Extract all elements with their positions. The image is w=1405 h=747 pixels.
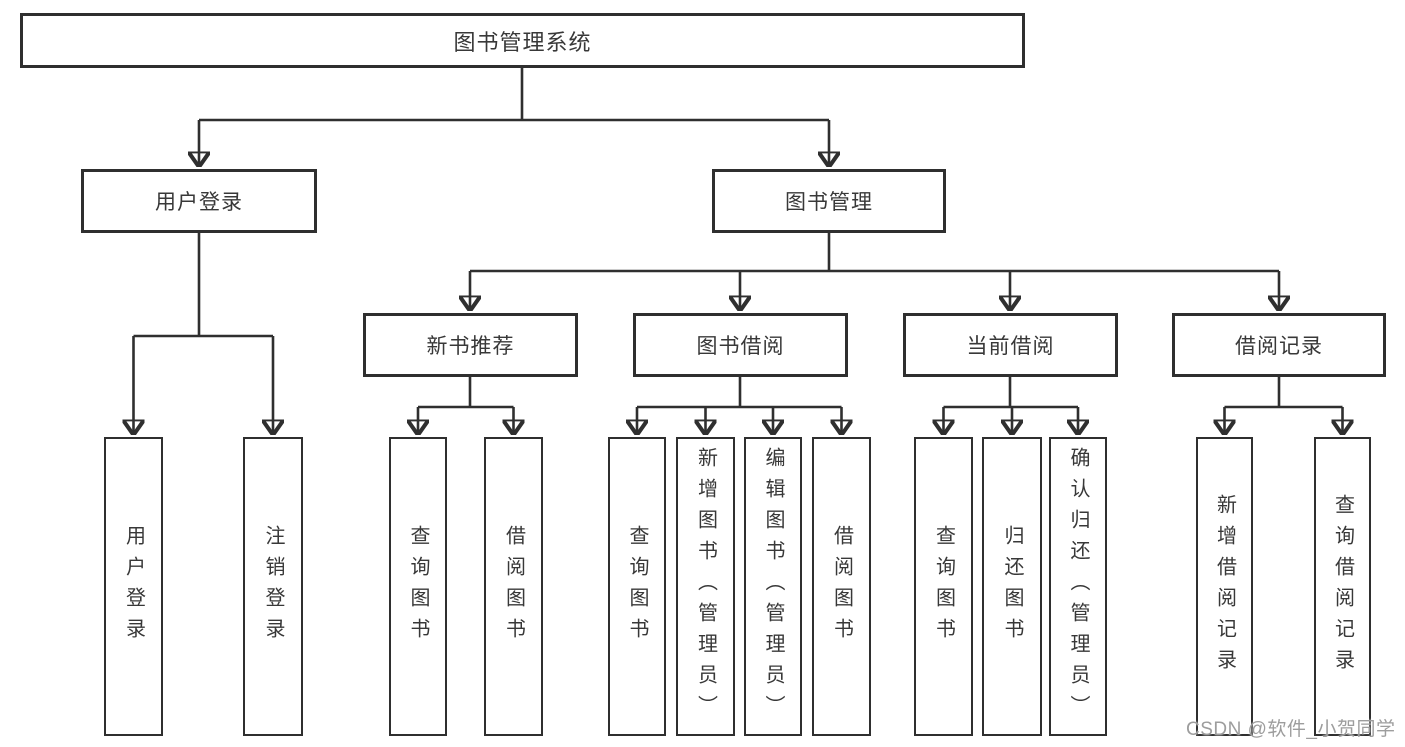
node-book-borrow: 图书借阅: [633, 313, 848, 377]
node-label: 查询图书: [932, 524, 955, 649]
node-label: 借阅记录: [1235, 335, 1323, 358]
node-label: 注销登录: [262, 524, 284, 649]
node-query-books-current: 查询图书: [914, 437, 973, 736]
node-edit-book-admin: 编辑图书（管理员）: [744, 437, 802, 736]
node-logout: 注销登录: [243, 437, 303, 736]
node-current-borrow: 当前借阅: [903, 313, 1118, 377]
node-add-borrow-record: 新增借阅记录: [1196, 437, 1253, 736]
node-new-book-recommend: 新书推荐: [363, 313, 578, 377]
node-add-book-admin: 新增图书（管理员）: [676, 437, 735, 736]
node-user-login-leaf: 用户登录: [104, 437, 163, 736]
node-query-books-recommend: 查询图书: [389, 437, 447, 736]
node-label: 查询借阅记录: [1331, 493, 1354, 680]
node-label: 借阅图书: [502, 524, 525, 649]
node-confirm-return-admin: 确认归还（管理员）: [1049, 437, 1107, 736]
node-query-borrow-record: 查询借阅记录: [1314, 437, 1371, 736]
node-label: 查询图书: [626, 524, 648, 649]
node-label: 借阅图书: [830, 524, 853, 649]
node-borrow-books-recommend: 借阅图书: [484, 437, 543, 736]
node-label: 编辑图书（管理员）: [762, 447, 784, 726]
node-return-book: 归还图书: [982, 437, 1042, 736]
node-query-books-borrow: 查询图书: [608, 437, 666, 736]
node-label: 确认归还（管理员）: [1067, 447, 1089, 726]
node-label: 新增借阅记录: [1213, 493, 1236, 680]
node-user-login: 用户登录: [81, 169, 317, 233]
node-label: 图书借阅: [696, 335, 785, 358]
node-label: 当前借阅: [966, 335, 1055, 358]
node-borrow-records: 借阅记录: [1172, 313, 1386, 377]
node-library-management-system: 图书管理系统: [20, 13, 1025, 68]
node-borrow-books: 借阅图书: [812, 437, 871, 736]
node-label: 归还图书: [1001, 524, 1023, 649]
csdn-watermark: CSDN @软件_小贺同学: [1186, 719, 1396, 740]
node-label: 查询图书: [407, 524, 429, 649]
node-label: 图书管理系统: [453, 29, 592, 55]
node-label: 新书推荐: [426, 335, 515, 358]
node-label: 用户登录: [122, 524, 145, 649]
node-label: 用户登录: [155, 191, 243, 214]
node-label: 新增图书（管理员）: [694, 447, 717, 726]
node-book-management: 图书管理: [712, 169, 946, 233]
node-label: 图书管理: [785, 191, 873, 214]
